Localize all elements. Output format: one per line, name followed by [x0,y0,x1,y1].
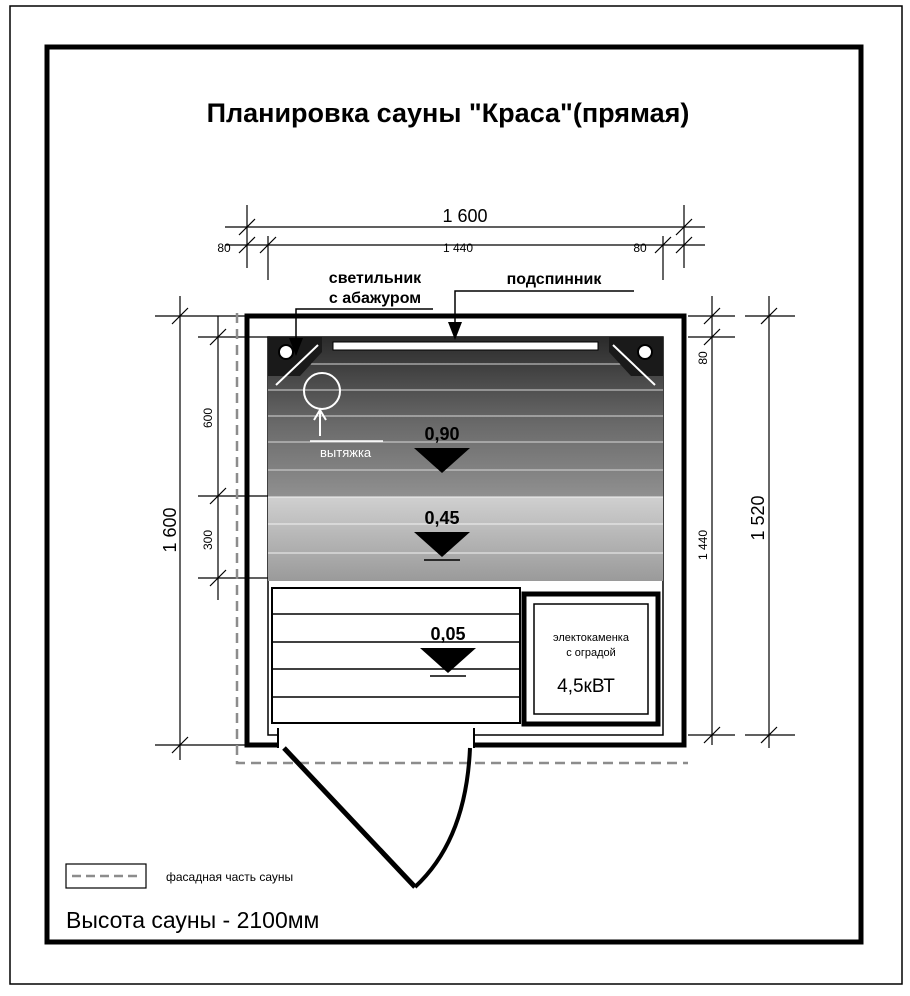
dim-right-inner: 1 440 [696,530,710,560]
page-title: Планировка сауны "Краса"(прямая) [207,98,690,128]
legend-box [65,863,147,889]
exhaust-vent [303,372,341,410]
lamp-leader [295,308,433,350]
dim-left-upper: 600 [201,408,215,428]
upper-bench-boards [268,363,663,471]
lamp-label-line1: светильник [329,270,422,287]
lamp-label-line2: с абажуром [329,290,421,307]
heater-box [533,603,649,715]
middle-bench [268,497,663,581]
heater-power: 4,5кВТ [557,676,615,697]
top-dimension-lines [225,205,705,280]
headrest-bar [332,341,599,351]
outer-frame [9,5,903,985]
headrest-leader-arrow [448,322,462,340]
lamp-right [609,337,663,386]
facade-dashed-line [235,313,688,765]
middle-bench-boards [268,496,663,554]
dim-right-total: 1 520 [748,495,768,540]
headrest-label: подспинник [507,271,603,288]
dim-top-left-offset: 80 [217,241,231,255]
dim-left-middle: 300 [201,530,215,550]
level-label-lower: 0,05 [430,624,465,644]
level-label-upper: 0,90 [424,424,459,444]
dim-top-total: 1 600 [442,206,487,226]
left-dimension-lines [155,296,270,760]
level-label-middle: 0,45 [424,508,459,528]
level-marker-upper [414,448,470,473]
upper-bench [268,337,663,497]
dim-right-offset: 80 [696,351,710,365]
exhaust-arrow [313,408,327,436]
door-swing-arc [413,747,472,889]
lower-bench [271,587,521,724]
level-marker-middle [414,532,470,557]
heater-label-line1: электокаменка [553,632,630,644]
dim-left-total: 1 600 [160,507,180,552]
lamp-left [268,337,322,386]
door-opening [278,728,474,748]
level-marker-lower [420,648,476,673]
lamp-leader-arrow [289,338,303,356]
dim-top-right-offset: 80 [633,241,647,255]
inner-frame [44,44,864,945]
lower-bench-boards [272,613,520,698]
door-leaf [282,746,417,889]
height-note: Высота сауны - 2100мм [66,907,319,933]
heater-label-line2: с оградой [566,647,616,659]
exhaust-label: вытяжка [320,445,372,460]
legend-label: фасадная часть сауны [166,870,293,884]
headrest-leader [454,290,634,336]
right-dimension-lines [688,296,795,748]
dim-top-inner: 1 440 [443,241,473,255]
